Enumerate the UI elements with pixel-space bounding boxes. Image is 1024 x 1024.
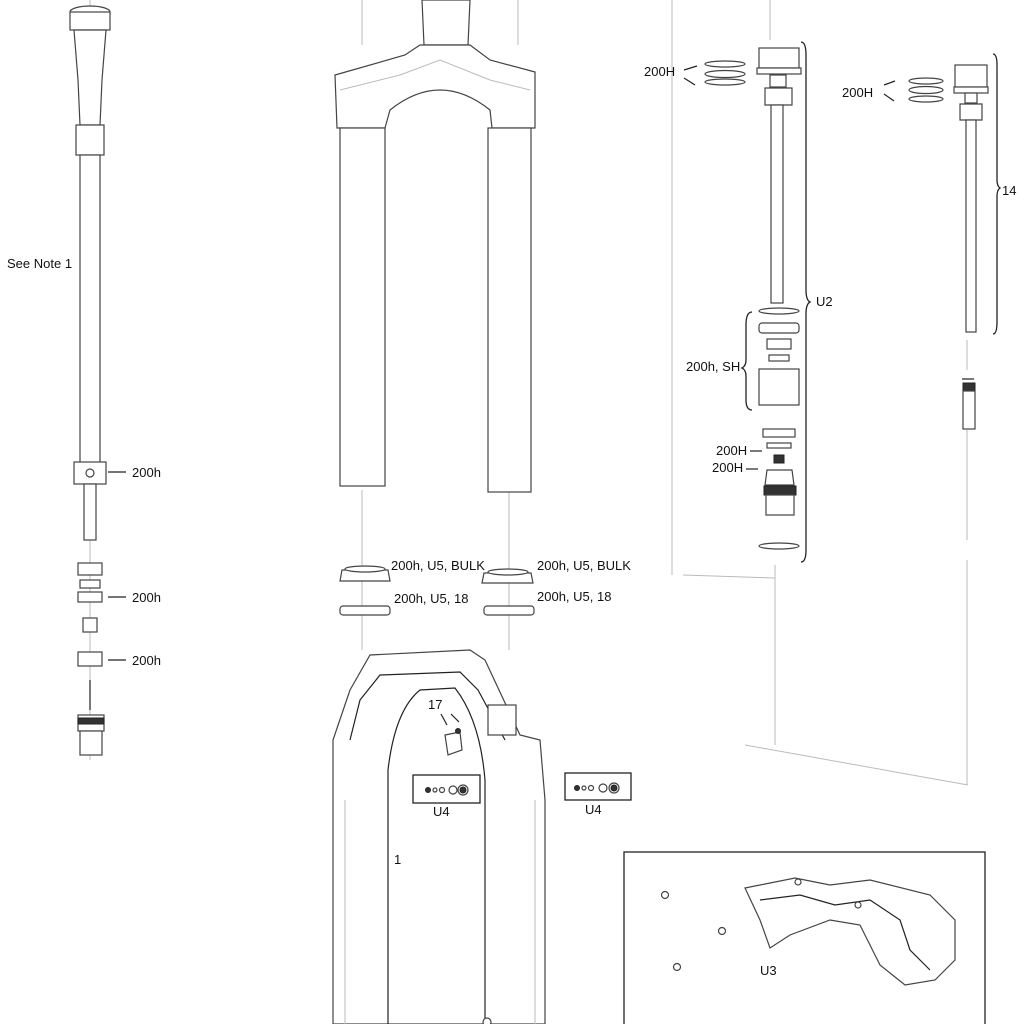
- seal-left-upper-label: 200h, U5, BULK: [391, 558, 485, 573]
- u3-label: U3: [760, 963, 777, 978]
- seal-right-lower-label: 200h, U5, 18: [537, 589, 611, 604]
- damper-u2: [704, 41, 812, 563]
- u4-kit-left: [412, 774, 481, 804]
- seals: [339, 565, 535, 616]
- lower-leg: [332, 649, 546, 1024]
- callout-200h-2: 200h: [132, 590, 161, 605]
- crown-steerer-assembly: [334, 0, 536, 493]
- u2-top-seals-label: 200H: [644, 64, 675, 79]
- seal-left-lower-label: 200h, U5, 18: [394, 591, 468, 606]
- u4-kit-right: [564, 772, 632, 801]
- see-note-label: See Note 1: [7, 256, 72, 271]
- callout-200h-1: 200h: [132, 465, 161, 480]
- lower-leg-part-number: 1: [394, 852, 401, 867]
- fender-kit-u3: [623, 851, 986, 1024]
- left-cartridge: [69, 5, 111, 756]
- u4-kit-left-label: U4: [433, 804, 450, 819]
- u2-lower-callout-1: 200H: [716, 443, 747, 458]
- spring-assembly-14: [908, 53, 1002, 430]
- seal-right-upper-label: 200h, U5, BULK: [537, 558, 631, 573]
- spring-14-label: 14: [1002, 183, 1016, 198]
- u2-label: U2: [816, 294, 833, 309]
- u2-mid-group-label: 200h, SH: [686, 359, 740, 374]
- bolt-callout-17: 17: [428, 697, 442, 712]
- u4-kit-right-label: U4: [585, 802, 602, 817]
- spring-top-seals-label: 200H: [842, 85, 873, 100]
- callout-200h-3: 200h: [132, 653, 161, 668]
- u2-lower-callout-2: 200H: [712, 460, 743, 475]
